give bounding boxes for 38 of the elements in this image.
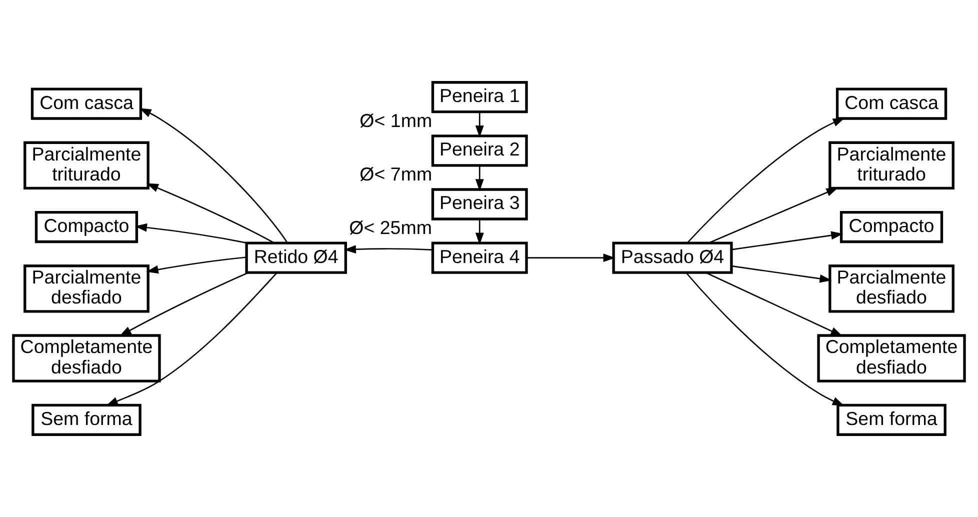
node-box: Passado Ø4 [612, 242, 733, 274]
node-box: Completamente desfiado [12, 334, 161, 382]
node-box: Parcialmente desfiado [24, 264, 150, 313]
node-box: Sem forma [32, 404, 142, 436]
arrow [146, 256, 247, 274]
node-box: Com casca [30, 88, 142, 120]
node-label: Ø< 7mm [360, 163, 432, 184]
arrow [475, 166, 484, 192]
arrow [705, 272, 843, 336]
node-box: Parcialmente triturado [828, 141, 954, 190]
node-box: Peneira 2 [431, 134, 528, 167]
node-box: Parcialmente desfiado [828, 264, 954, 313]
node-box: Peneira 4 [431, 242, 528, 274]
node-box: Compacto [840, 210, 944, 244]
arrow [106, 272, 278, 406]
arrow [475, 112, 484, 138]
node-label: Ø< 1mm [360, 110, 432, 131]
node-box: Com casca [836, 88, 948, 120]
arrow [732, 265, 832, 283]
node-box: Compacto [34, 210, 138, 244]
arrow [686, 118, 846, 244]
arrow [119, 272, 249, 336]
node-box: Parcialmente triturado [24, 141, 150, 190]
node-box: Completamente desfiado [817, 334, 966, 382]
arrow [526, 254, 616, 262]
arrow [732, 231, 844, 250]
arrow [686, 272, 845, 406]
arrow [139, 108, 288, 244]
node-label: Ø< 25mm [349, 216, 432, 238]
node-box: Sem forma [836, 404, 946, 436]
arrow [146, 183, 274, 244]
arrow [344, 245, 432, 254]
node-box: Peneira 3 [431, 188, 528, 220]
arrow [475, 219, 484, 245]
arrow [708, 188, 838, 244]
node-box: Retido Ø4 [245, 242, 348, 274]
node-box: Peneira 1 [431, 81, 528, 114]
arrow [134, 223, 248, 244]
